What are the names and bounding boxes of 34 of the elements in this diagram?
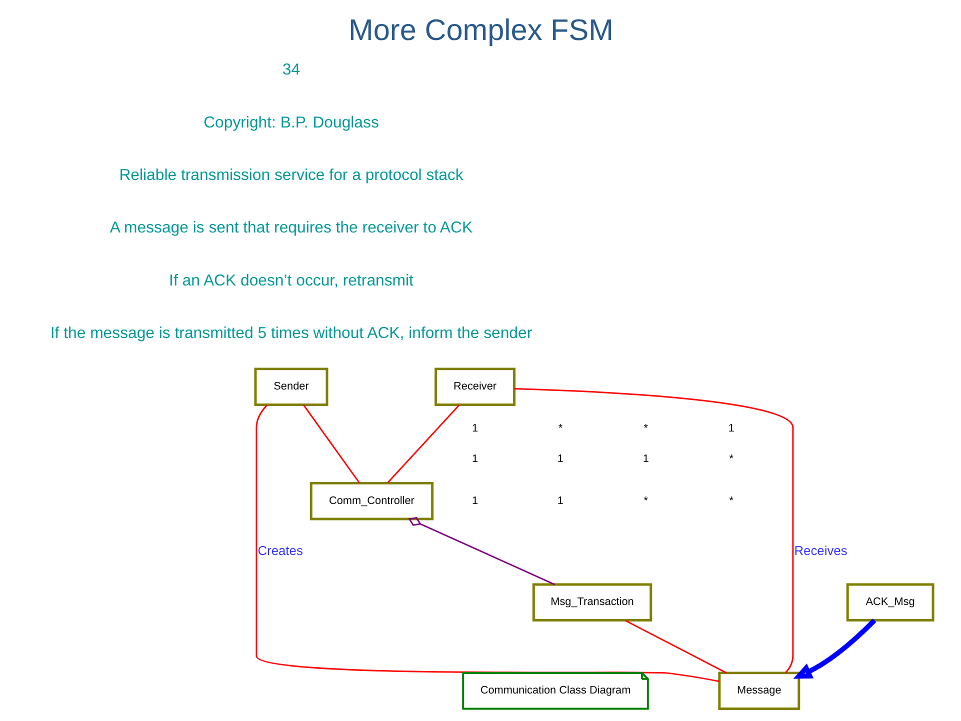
connector <box>624 620 726 674</box>
node-box: Msg_Transaction <box>532 583 652 622</box>
arrow <box>792 618 876 679</box>
label: 1 <box>472 494 478 507</box>
node-box: Comm_Controller <box>309 482 434 520</box>
label: * <box>728 453 733 466</box>
label: * <box>558 422 562 434</box>
diagram-title: More Complex FSM <box>348 14 613 48</box>
label: A message is sent that requires the receiver to ACK <box>109 220 472 237</box>
connector <box>302 404 360 484</box>
node-box: ACK_Msg <box>846 583 934 622</box>
edge-label: Receives <box>794 543 847 558</box>
label: If an ACK doesn’t occur, retransmit <box>168 272 413 290</box>
connector <box>408 517 555 586</box>
label: 34 <box>282 62 300 79</box>
node-box: Sender <box>254 368 328 406</box>
label: Copyright: B.P. Douglass <box>203 114 378 132</box>
label: * <box>643 494 648 507</box>
label: 1 <box>642 453 648 466</box>
label: * <box>728 494 733 507</box>
label: 1 <box>556 453 564 466</box>
connector <box>514 388 794 674</box>
label: 1 <box>556 494 564 507</box>
label: If the message is transmitted 5 times without ACK, inform the sender <box>50 324 532 342</box>
connector <box>255 404 719 682</box>
label: Reliable transmission service for a protocol stack <box>118 166 463 184</box>
connector <box>386 404 460 484</box>
label: * <box>643 422 648 434</box>
label: 1 <box>728 422 734 434</box>
node-box: Receiver <box>434 368 516 406</box>
node-box: Message <box>718 672 800 710</box>
label: 1 <box>472 453 478 466</box>
edge-label: Creates <box>257 543 302 558</box>
label: 1 <box>472 422 478 434</box>
